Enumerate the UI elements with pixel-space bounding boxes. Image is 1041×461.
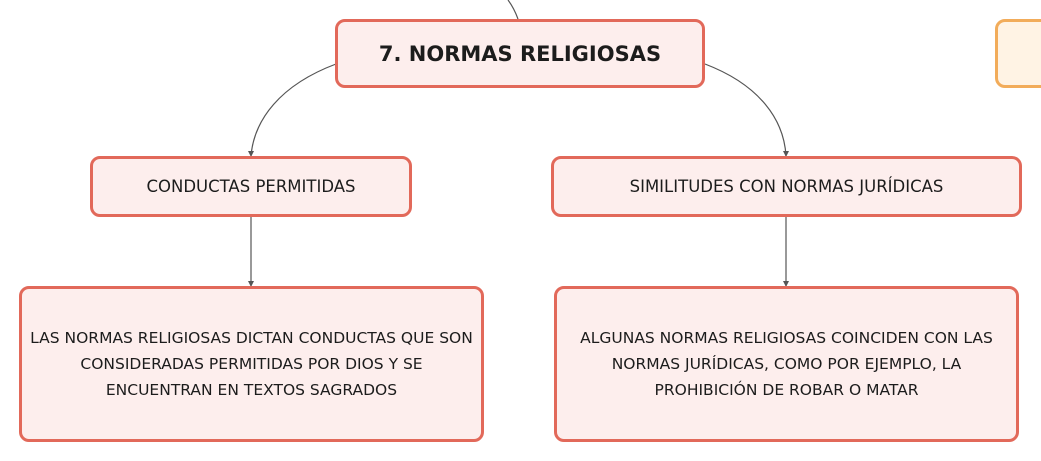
connector-parent-to-root <box>507 0 519 20</box>
branch-heading-label: CONDUCTAS PERMITIDAS <box>146 177 356 196</box>
branch-node-conductas-permitidas[interactable]: CONDUCTAS PERMITIDAS <box>90 156 412 217</box>
connector-root-to-right <box>704 63 787 157</box>
arrowhead-right-head <box>783 151 789 157</box>
arrowhead-left-body <box>248 281 254 287</box>
root-node[interactable]: 7. NORMAS RELIGIOSAS <box>335 19 705 88</box>
branch-node-similitudes[interactable]: SIMILITUDES CON NORMAS JURÍDICAS <box>551 156 1022 217</box>
detail-text: ALGUNAS NORMAS RELIGIOSAS COINCIDEN CON … <box>580 329 993 399</box>
arrowhead-right-body <box>783 281 789 287</box>
detail-node-similitudes[interactable]: ALGUNAS NORMAS RELIGIOSAS COINCIDEN CON … <box>554 286 1019 442</box>
detail-text: LAS NORMAS RELIGIOSAS DICTAN CONDUCTAS Q… <box>30 329 473 399</box>
connector-root-to-left <box>250 63 337 157</box>
root-node-label: 7. NORMAS RELIGIOSAS <box>378 41 662 66</box>
partial-offscreen-node[interactable] <box>995 19 1041 88</box>
branch-heading-label: SIMILITUDES CON NORMAS JURÍDICAS <box>629 177 944 196</box>
arrowhead-left-head <box>248 151 254 157</box>
detail-node-conductas-permitidas[interactable]: LAS NORMAS RELIGIOSAS DICTAN CONDUCTAS Q… <box>19 286 484 442</box>
